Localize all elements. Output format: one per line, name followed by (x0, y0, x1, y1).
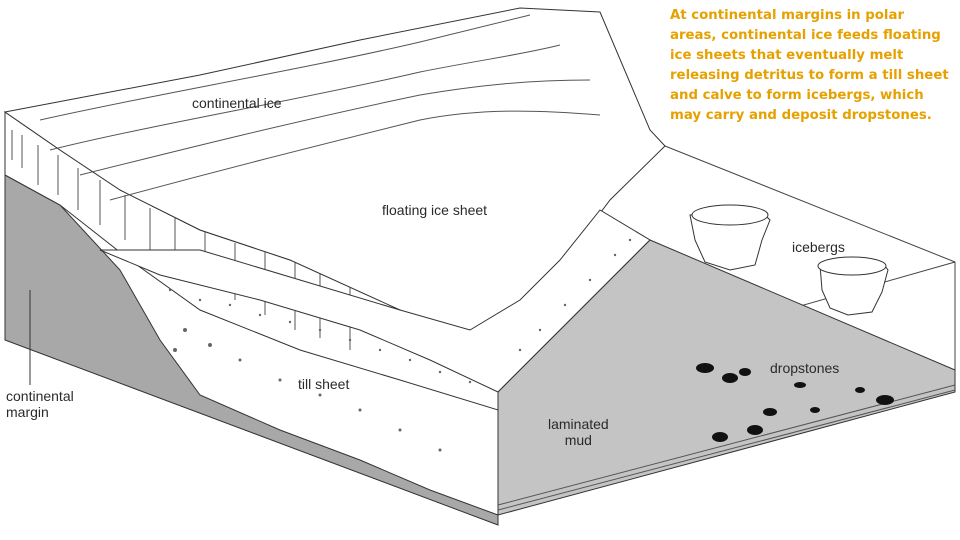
label-laminated-mud-line2: mud (564, 432, 592, 448)
label-continental-margin-line1: continental (6, 388, 74, 404)
label-continental-margin-line2: margin (6, 404, 49, 420)
ice-hatching (11, 130, 351, 350)
label-continental-ice: continental ice (192, 95, 282, 111)
dropstones (696, 363, 894, 442)
label-floating-ice-sheet: floating ice sheet (382, 202, 488, 218)
till-dots (168, 238, 632, 452)
label-laminated-mud-line1: laminated (548, 416, 609, 432)
continental-margin-face (4, 174, 499, 526)
label-dropstones: dropstones (770, 360, 840, 376)
caption-text: At continental margins in polar areas, c… (670, 8, 949, 123)
ice-flow-lines (39, 14, 601, 201)
mud-laminae (497, 384, 956, 511)
label-till-sheet: till sheet (298, 376, 350, 392)
label-continental-margin: continental margin (6, 388, 74, 420)
iceberg-2 (817, 256, 889, 316)
iceberg-1 (689, 204, 771, 271)
label-icebergs: icebergs (792, 239, 845, 255)
label-laminated-mud: laminated mud (548, 416, 609, 448)
